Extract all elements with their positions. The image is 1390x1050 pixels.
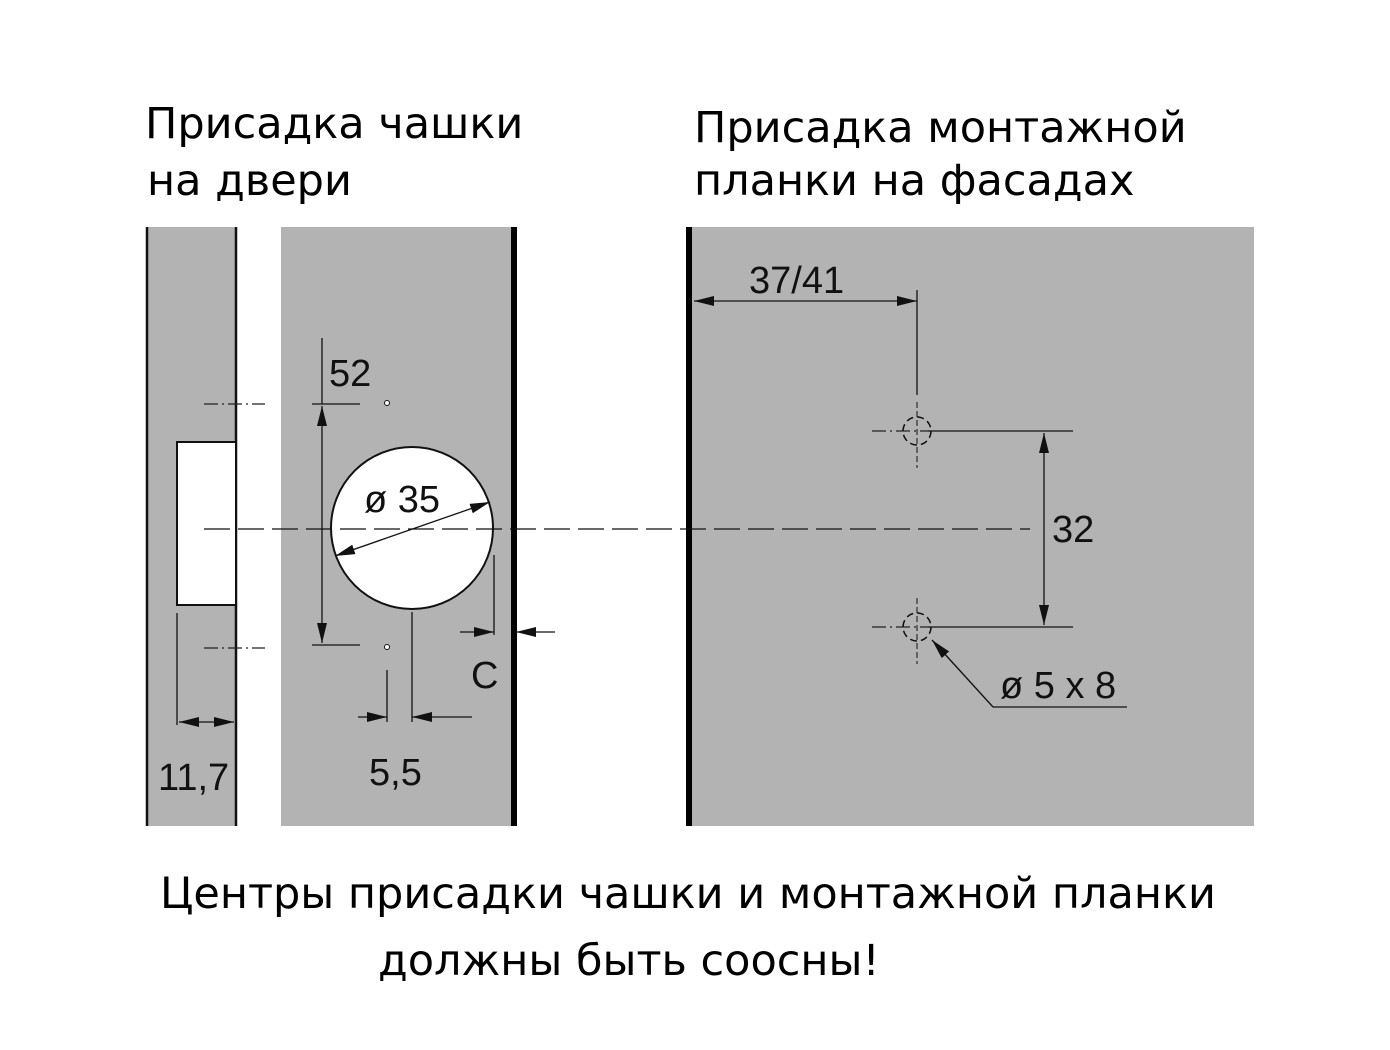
facade-panel [686,227,1254,826]
hole-offset-dimension: 5,5 [369,752,422,794]
door-title-line1: Присадка чашки [145,99,523,149]
plate-hole-spacing-dimension: 32 [1052,509,1094,551]
note-line2: должны быть соосны! [378,936,880,986]
cup-hole [330,446,494,610]
door-face [281,227,555,826]
facade-title-line2: планки на фасадах [694,156,1134,206]
plate-distance-dimension: 37/41 [749,260,844,302]
edge-distance-label: C [471,655,498,697]
depth-dimension: 11,7 [158,757,229,799]
cup-spacing-dimension: 52 [329,353,371,395]
note-line1: Центры присадки чашки и монтажной планки [160,869,1216,919]
door-title-line2: на двери [147,156,352,206]
facade-title-line1: Присадка монтажной [694,103,1187,153]
door-section [145,227,265,826]
plate-hole-size-dimension: ø 5 x 8 [1000,665,1116,707]
cup-diameter-dimension: ø 35 [364,479,440,521]
